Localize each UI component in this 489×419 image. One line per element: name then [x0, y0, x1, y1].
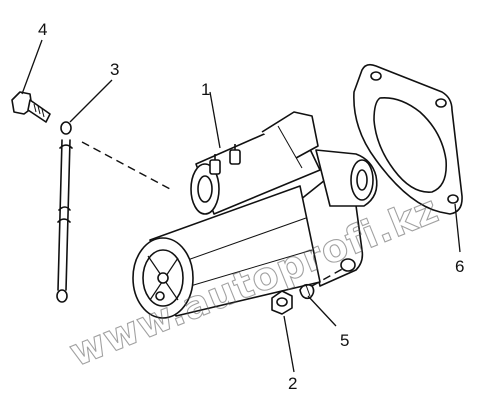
- callout-3: 3: [110, 60, 119, 79]
- callout-1: 1: [201, 80, 210, 99]
- bolt: [11, 91, 51, 123]
- callout-5: 5: [340, 331, 349, 350]
- leader-lines: [21, 39, 461, 373]
- starter-motor: [132, 111, 378, 319]
- washer: [299, 283, 315, 300]
- callout-6: 6: [455, 257, 464, 276]
- cable: [56, 121, 73, 303]
- gasket: [353, 63, 463, 215]
- callout-2: 2: [288, 374, 297, 393]
- nut: [271, 290, 293, 315]
- callout-4: 4: [38, 20, 47, 39]
- alignment-lines: [81, 141, 345, 287]
